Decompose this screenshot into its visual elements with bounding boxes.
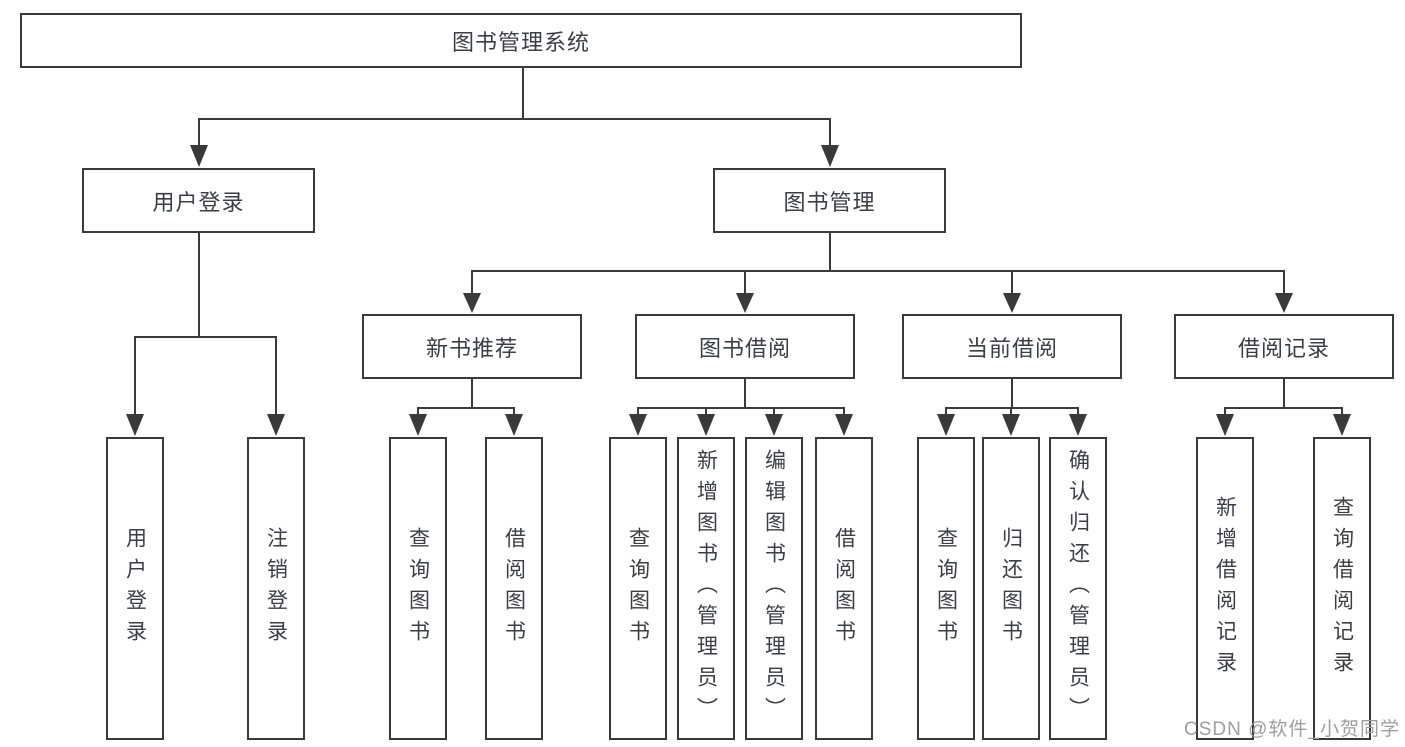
connector-current-borrow-split bbox=[945, 407, 1079, 409]
node-label: 新书推荐 bbox=[425, 335, 518, 361]
node-user-login: 用户登录 bbox=[82, 168, 315, 233]
node-book-borrowing: 图书借阅 bbox=[635, 314, 855, 379]
arrowhead-cb-confirm bbox=[1069, 414, 1087, 436]
arrowhead-cb-return bbox=[1002, 414, 1020, 436]
node-br-add-record: 新增借阅记录 bbox=[1196, 437, 1254, 740]
connector-drop-new-book-rec bbox=[471, 270, 473, 296]
connector-book-borrow-split bbox=[637, 407, 845, 409]
node-label: 归还图书 bbox=[999, 526, 1023, 651]
arrowhead-bb-add bbox=[697, 414, 715, 436]
arrowhead-new-book-rec bbox=[463, 293, 481, 313]
connector-user-login-split bbox=[134, 336, 277, 338]
arrowhead-book-borrow bbox=[736, 293, 754, 313]
arrowhead-borrow-record bbox=[1275, 293, 1293, 313]
connector-drop-bb-add bbox=[705, 407, 707, 416]
arrowhead-bb-borrow bbox=[835, 414, 853, 436]
connector-drop-rec-borrow bbox=[513, 407, 515, 416]
node-label: 查询图书 bbox=[934, 526, 958, 651]
node-label: 查询借阅记录 bbox=[1330, 495, 1354, 682]
connector-drop-bb-borrow bbox=[843, 407, 845, 416]
arrowhead-login-leaf bbox=[126, 414, 144, 436]
node-label: 图书管理系统 bbox=[451, 29, 590, 55]
node-label: 查询图书 bbox=[626, 526, 650, 651]
arrowhead-current-borrow bbox=[1003, 293, 1021, 313]
connector-drop-current-borrow bbox=[1011, 270, 1013, 296]
node-label: 用户登录 bbox=[123, 526, 147, 651]
connector-drop-bb-query bbox=[637, 407, 639, 416]
arrowhead-br-add bbox=[1216, 414, 1234, 436]
connector-root-split bbox=[198, 118, 831, 120]
connector-book-mgmt-stem bbox=[829, 233, 831, 270]
connector-new-book-rec-stem bbox=[471, 379, 473, 407]
connector-drop-user-login bbox=[198, 118, 200, 150]
connector-drop-br-add bbox=[1224, 407, 1226, 416]
arrowhead-logout-leaf bbox=[267, 414, 285, 436]
arrowhead-br-query bbox=[1333, 414, 1351, 436]
node-bb-borrow-book: 借阅图书 bbox=[815, 437, 873, 740]
node-current-borrowing: 当前借阅 bbox=[902, 314, 1122, 379]
connector-drop-bb-edit bbox=[773, 407, 775, 416]
node-rec-query-book: 查询图书 bbox=[389, 437, 447, 740]
node-borrowing-records: 借阅记录 bbox=[1174, 314, 1394, 379]
node-label: 确认归还（管理员） bbox=[1066, 449, 1090, 728]
connector-borrow-record-split bbox=[1224, 407, 1343, 409]
node-label: 图书管理 bbox=[783, 189, 876, 215]
node-bb-add-book-admin: 新增图书（管理员） bbox=[677, 437, 735, 740]
node-new-book-recommendation: 新书推荐 bbox=[362, 314, 582, 379]
node-cb-confirm-return-admin: 确认归还（管理员） bbox=[1049, 437, 1107, 740]
node-bb-edit-book-admin: 编辑图书（管理员） bbox=[745, 437, 803, 740]
connector-drop-rec-query bbox=[417, 407, 419, 416]
node-user-login-action: 用户登录 bbox=[106, 437, 164, 740]
arrowhead-user-login bbox=[190, 145, 208, 167]
connector-drop-cb-query bbox=[945, 407, 947, 416]
node-cb-query-book: 查询图书 bbox=[917, 437, 975, 740]
node-label: 新增图书（管理员） bbox=[694, 449, 718, 728]
arrowhead-cb-query bbox=[937, 414, 955, 436]
connector-root-stem bbox=[522, 68, 524, 118]
arrowhead-bb-query bbox=[629, 414, 647, 436]
connector-drop-borrow-record bbox=[1283, 270, 1285, 296]
node-library-management-system: 图书管理系统 bbox=[20, 13, 1022, 68]
node-label: 注销登录 bbox=[264, 526, 288, 651]
connector-drop-cb-return bbox=[1010, 407, 1012, 416]
node-label: 借阅图书 bbox=[832, 526, 856, 651]
node-label: 新增借阅记录 bbox=[1213, 495, 1237, 682]
node-bb-query-book: 查询图书 bbox=[609, 437, 667, 740]
node-label: 图书借阅 bbox=[698, 335, 791, 361]
node-br-query-record: 查询借阅记录 bbox=[1313, 437, 1371, 740]
node-cb-return-book: 归还图书 bbox=[982, 437, 1040, 740]
node-logout: 注销登录 bbox=[247, 437, 305, 740]
connector-drop-logout-leaf bbox=[275, 336, 277, 418]
node-rec-borrow-book: 借阅图书 bbox=[485, 437, 543, 740]
node-book-management: 图书管理 bbox=[713, 168, 946, 233]
node-label: 借阅图书 bbox=[502, 526, 526, 651]
connector-drop-br-query bbox=[1341, 407, 1343, 416]
node-label: 查询图书 bbox=[406, 526, 430, 651]
connector-user-login-stem bbox=[198, 233, 200, 336]
arrowhead-rec-query bbox=[409, 414, 427, 436]
connector-book-borrow-stem bbox=[744, 379, 746, 407]
arrowhead-bb-edit bbox=[765, 414, 783, 436]
node-label: 用户登录 bbox=[152, 189, 245, 215]
node-label: 当前借阅 bbox=[965, 335, 1058, 361]
csdn-watermark: CSDN @软件_小贺同学 bbox=[1184, 719, 1400, 740]
connector-drop-login-leaf bbox=[134, 336, 136, 418]
connector-drop-cb-confirm bbox=[1077, 407, 1079, 416]
connector-current-borrow-stem bbox=[1011, 379, 1013, 407]
connector-book-mgmt-split bbox=[471, 270, 1285, 272]
connector-drop-book-borrow bbox=[744, 270, 746, 296]
connector-borrow-record-stem bbox=[1283, 379, 1285, 407]
node-label: 借阅记录 bbox=[1237, 335, 1330, 361]
arrowhead-rec-borrow bbox=[505, 414, 523, 436]
connector-drop-book-mgmt bbox=[829, 118, 831, 150]
arrowhead-book-mgmt bbox=[821, 145, 839, 167]
connector-new-book-rec-split bbox=[417, 407, 515, 409]
node-label: 编辑图书（管理员） bbox=[762, 449, 786, 728]
